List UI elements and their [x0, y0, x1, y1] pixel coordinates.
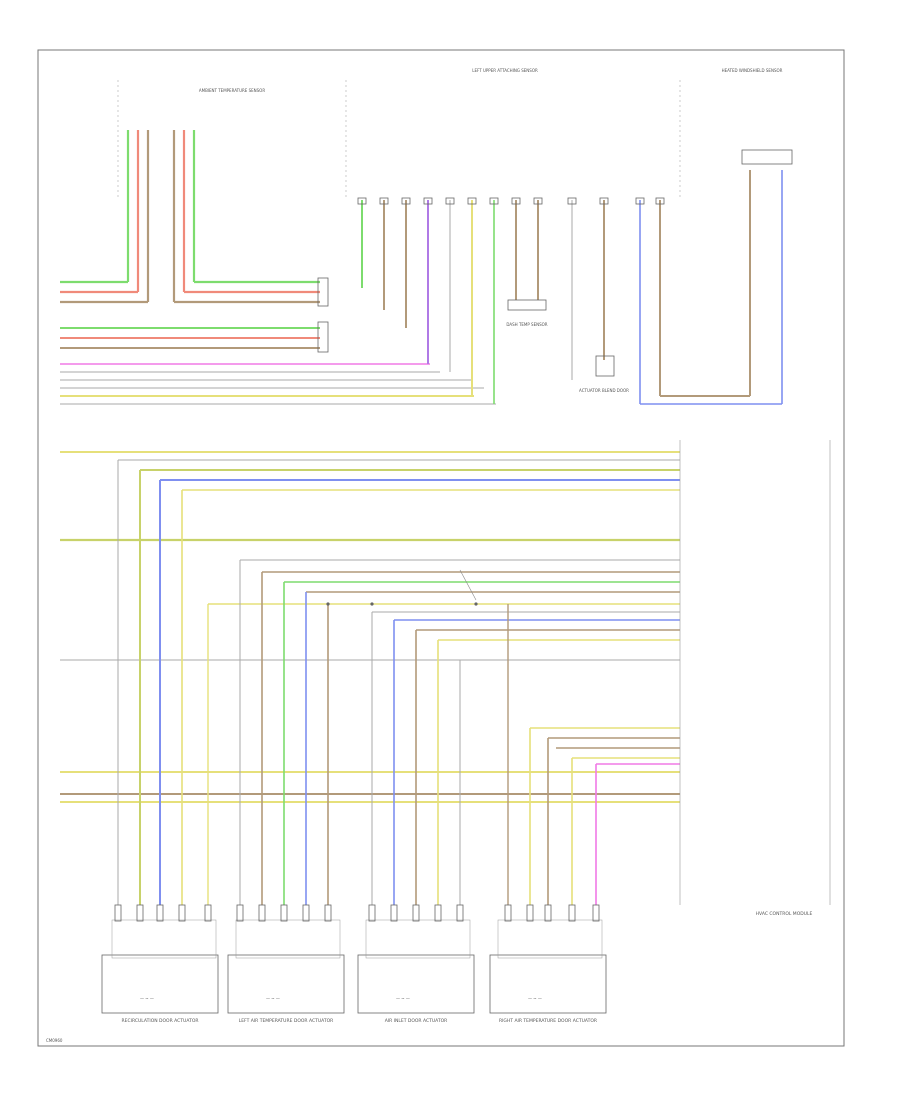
sensor-label-windshield: HEATED WINDSHIELD SENSOR: [722, 68, 783, 73]
svg-text:— ~ —: — ~ —: [396, 996, 410, 1001]
sensor-box-1: [507, 299, 547, 311]
module-bus-lines: [60, 451, 680, 803]
actuator-drop-wires: [117, 460, 597, 905]
top-connector-wires: [361, 170, 783, 405]
sensor-label-blend: ACTUATOR BLEND DOOR: [579, 388, 629, 393]
svg-text:— ~ —: — ~ —: [140, 996, 154, 1001]
top-left-harness: [60, 130, 496, 405]
module-label: HVAC CONTROL MODULE: [756, 911, 813, 917]
actuator-label-left-temp: LEFT AIR TEMPERATURE DOOR ACTUATOR: [239, 1018, 334, 1024]
page-tag: CM0960: [46, 1038, 63, 1043]
actuator-air-inlet: — ~ —: [357, 919, 475, 1014]
svg-text:— ~ —: — ~ —: [528, 996, 542, 1001]
actuator-right-temp: — ~ —: [489, 919, 607, 1014]
actuator-connector-pins: [114, 904, 600, 922]
svg-text:— ~ —: — ~ —: [266, 996, 280, 1001]
actuator-left-temp: — ~ —: [227, 919, 345, 1014]
diagram-frame: [37, 49, 845, 1047]
actuator-label-air-inlet: AIR INLET DOOR ACTUATOR: [385, 1018, 448, 1024]
sensor-label-ambient: AMBIENT TEMPERATURE SENSOR: [199, 88, 265, 93]
sensor-box-2: [595, 355, 615, 377]
sensor-label-upper: LEFT UPPER ATTACHING SENSOR: [472, 68, 538, 73]
actuator-recirculation: — ~ —: [101, 919, 219, 1014]
sensor-label-dash: DASH TEMP SENSOR: [506, 322, 547, 327]
actuator-label-right-temp: RIGHT AIR TEMPERATURE DOOR ACTUATOR: [499, 1018, 597, 1024]
connector-pins-top: [357, 197, 665, 205]
actuator-label-recirculation: RECIRCULATION DOOR ACTUATOR: [122, 1018, 199, 1024]
sensor-box-3: [741, 149, 793, 165]
